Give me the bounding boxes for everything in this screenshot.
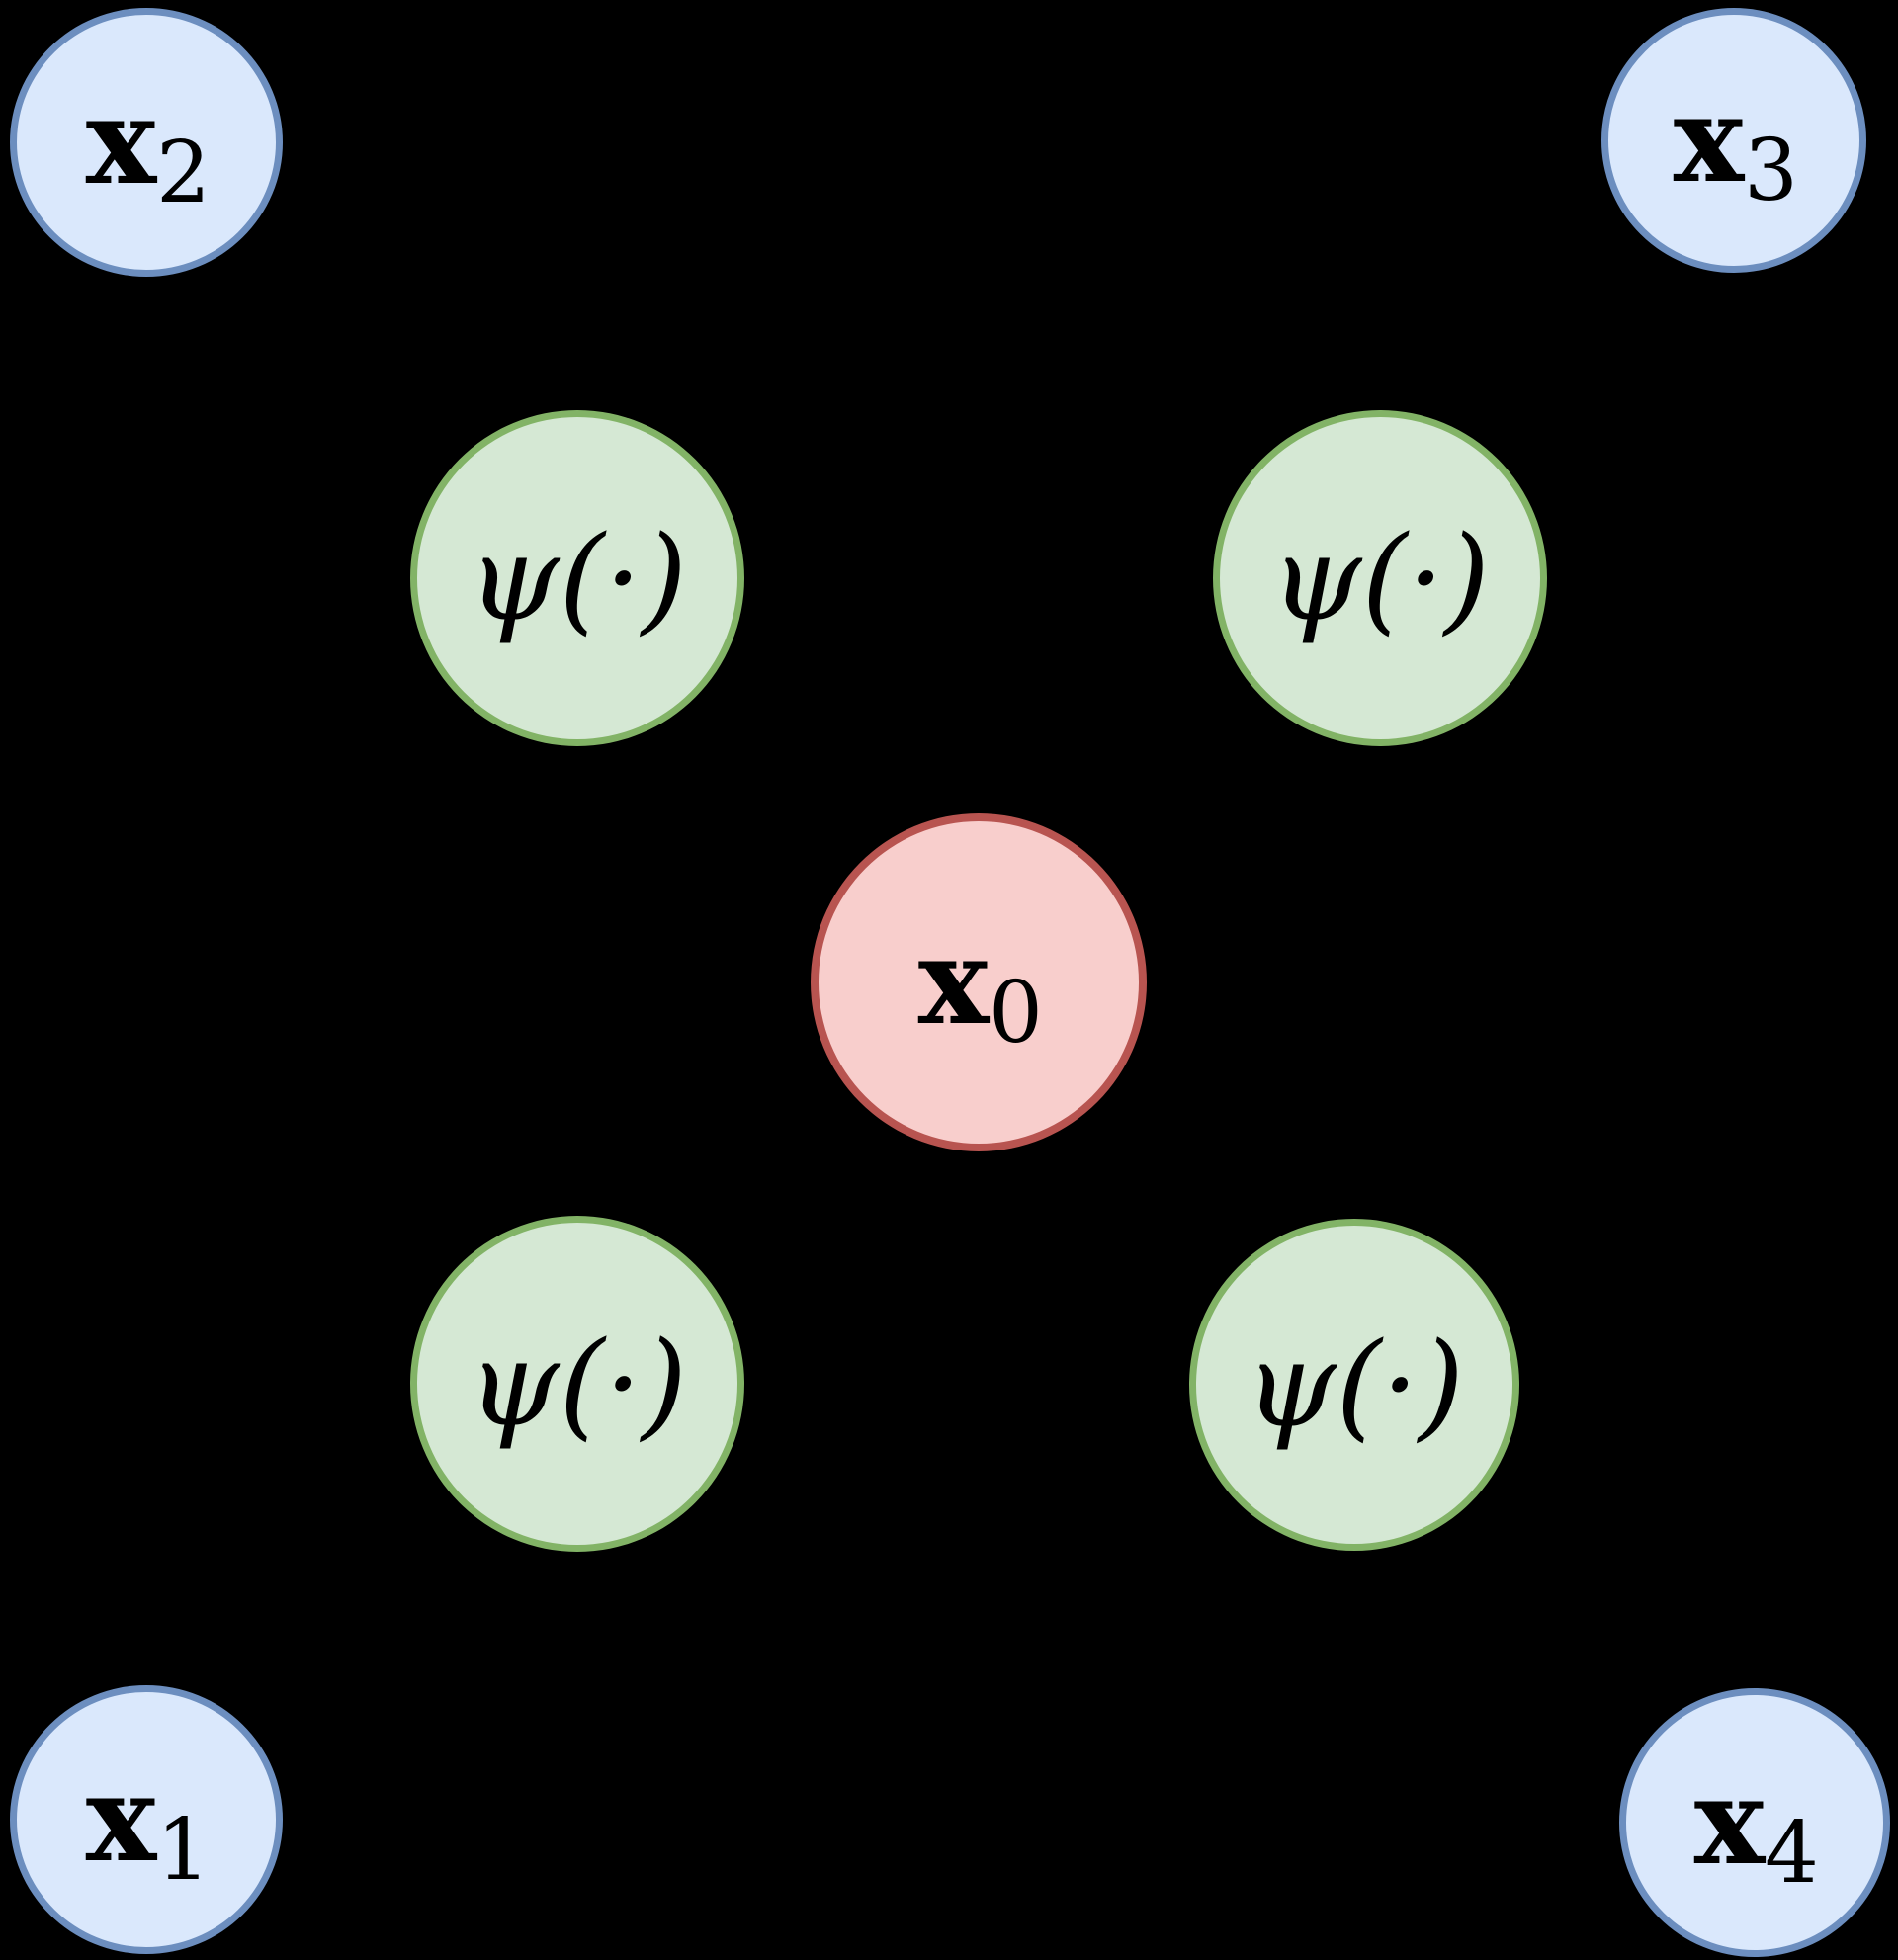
node-psi-top-left: ψ(·) <box>410 410 744 746</box>
node-x2-label: x2 <box>85 72 211 222</box>
node-psi-bottom-right-label: ψ(·) <box>1244 1317 1465 1453</box>
node-x0-label: x0 <box>917 912 1043 1063</box>
node-psi-top-right: ψ(·) <box>1213 410 1547 746</box>
node-x3: x3 <box>1601 8 1866 273</box>
node-x3-label: x3 <box>1673 70 1798 220</box>
node-x0: x0 <box>811 813 1147 1151</box>
node-x4: x4 <box>1619 1688 1890 1957</box>
node-psi-bottom-left-label: ψ(·) <box>467 1316 688 1452</box>
node-x1: x1 <box>10 1685 283 1954</box>
node-x4-label: x4 <box>1693 1752 1819 1903</box>
node-psi-bottom-right: ψ(·) <box>1189 1219 1519 1551</box>
node-psi-top-left-label: ψ(·) <box>467 510 688 646</box>
node-x1-label: x1 <box>85 1749 211 1900</box>
node-x2: x2 <box>10 8 283 277</box>
node-psi-top-right-label: ψ(·) <box>1269 510 1491 646</box>
node-psi-bottom-left: ψ(·) <box>410 1216 744 1552</box>
